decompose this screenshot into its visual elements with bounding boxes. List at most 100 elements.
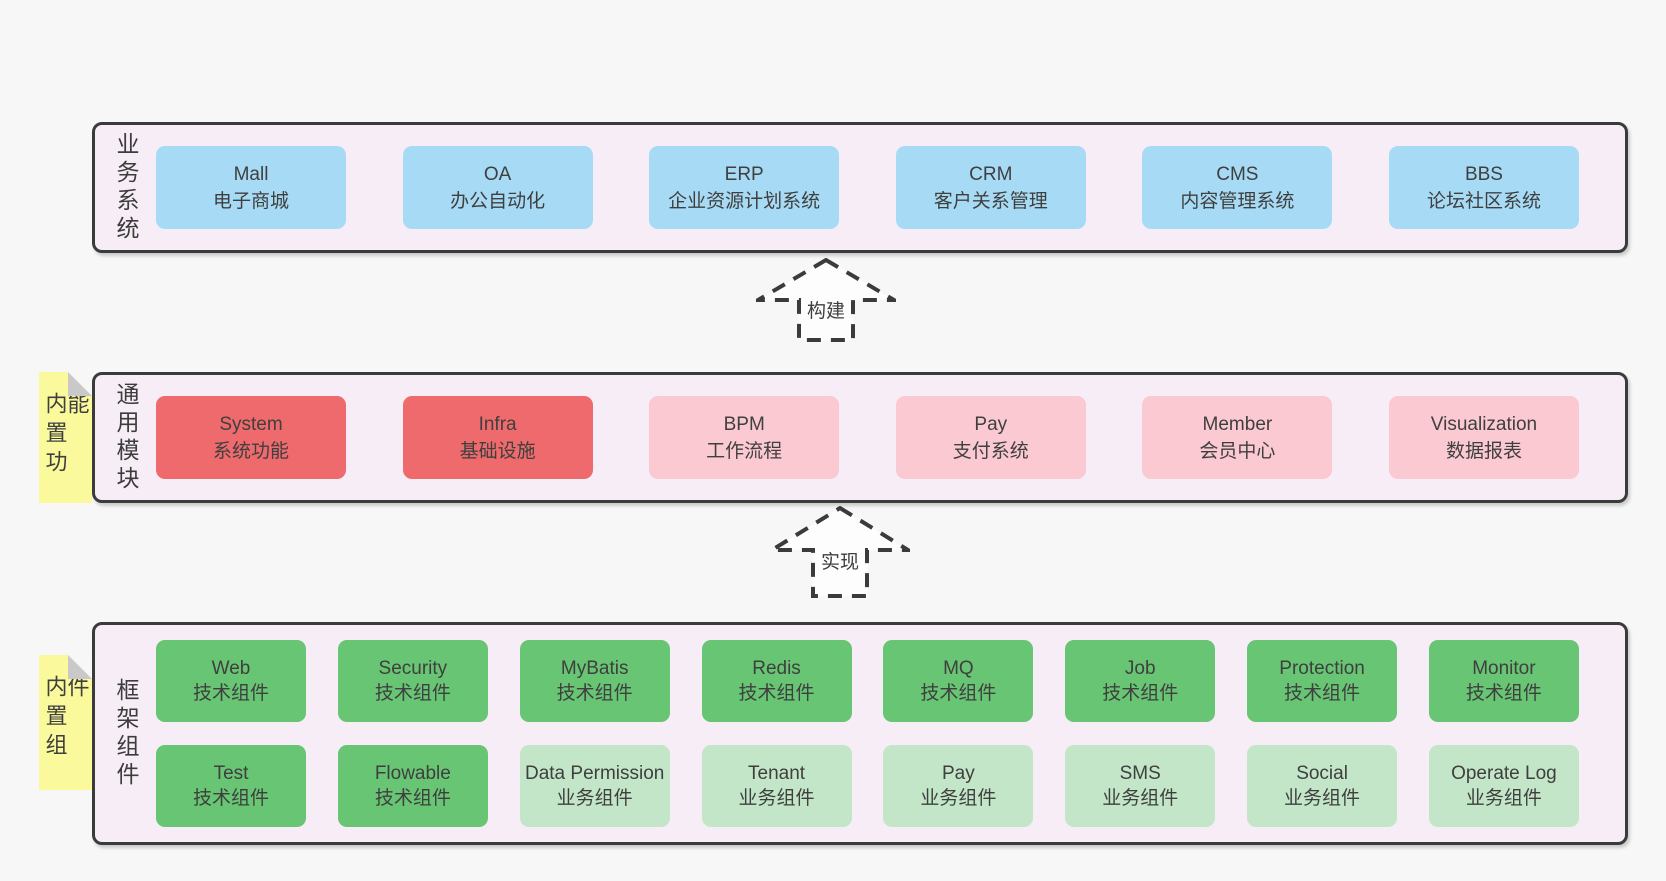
sticky-components-label: 内置组件 bbox=[42, 675, 90, 762]
folded-corner-icon bbox=[68, 372, 92, 396]
box-subtitle: 技术组件 bbox=[374, 683, 451, 704]
box-title: System bbox=[219, 413, 283, 435]
layer-label-column: 框架组件 bbox=[95, 625, 156, 842]
sticky-note-builtin-features: 内置功能 bbox=[39, 372, 92, 503]
box-redis: Redis 技术组件 bbox=[701, 640, 852, 722]
box-subtitle: 数据报表 bbox=[1445, 440, 1522, 462]
box-title: Operate Log bbox=[1451, 763, 1557, 784]
box-member: Member 会员中心 bbox=[1142, 396, 1333, 479]
box-title: MQ bbox=[943, 658, 974, 679]
box-subtitle: 技术组件 bbox=[556, 683, 633, 704]
box-infra: Infra 基础设施 bbox=[402, 396, 593, 479]
box-title: MyBatis bbox=[560, 658, 629, 679]
box-title: Job bbox=[1124, 658, 1156, 679]
box-data-permission: Data Permission 业务组件 bbox=[519, 745, 670, 827]
up-arrow-icon bbox=[770, 506, 910, 598]
box-mq: MQ 技术组件 bbox=[883, 640, 1034, 722]
box-title: Monitor bbox=[1472, 658, 1536, 679]
arrow-implement-label: 实现 bbox=[821, 551, 859, 573]
box-mybatis: MyBatis 技术组件 bbox=[519, 640, 670, 722]
dashed-up-arrow-build: 构建 bbox=[756, 258, 896, 342]
box-subtitle: 内容管理系统 bbox=[1180, 190, 1295, 212]
components-box-row-2: Test 技术组件 Flowable 技术组件 Data Permission … bbox=[156, 745, 1579, 827]
box-subtitle: 系统功能 bbox=[212, 440, 289, 462]
box-subtitle: 技术组件 bbox=[192, 788, 269, 809]
dashed-up-arrow-implement: 实现 bbox=[770, 506, 910, 598]
folded-corner-icon bbox=[68, 655, 92, 679]
up-arrow-icon bbox=[756, 258, 896, 342]
box-title: Redis bbox=[752, 658, 801, 679]
box-pay-system: Pay 支付系统 bbox=[895, 396, 1086, 479]
box-title: Pay bbox=[974, 413, 1008, 435]
box-subtitle: 业务组件 bbox=[920, 788, 997, 809]
box-title: Infra bbox=[478, 413, 517, 435]
box-monitor: Monitor 技术组件 bbox=[1428, 640, 1579, 722]
box-title: Data Permission bbox=[524, 763, 665, 784]
box-protection: Protection 技术组件 bbox=[1247, 640, 1398, 722]
box-title: Protection bbox=[1279, 658, 1365, 679]
box-subtitle: 业务组件 bbox=[556, 788, 633, 809]
box-subtitle: 客户关系管理 bbox=[933, 190, 1048, 212]
box-crm: CRM 客户关系管理 bbox=[895, 146, 1086, 229]
box-title: Social bbox=[1296, 763, 1348, 784]
layer-business-systems: 业务系统 Mall 电子商城 OA 办公自动化 ERP 企业资源计划系统 CRM… bbox=[92, 122, 1628, 253]
box-test: Test 技术组件 bbox=[156, 745, 306, 827]
box-job: Job 技术组件 bbox=[1065, 640, 1216, 722]
box-subtitle: 会员中心 bbox=[1199, 440, 1276, 462]
box-subtitle: 技术组件 bbox=[1284, 683, 1361, 704]
box-cms: CMS 内容管理系统 bbox=[1142, 146, 1333, 229]
box-subtitle: 技术组件 bbox=[738, 683, 815, 704]
box-system: System 系统功能 bbox=[156, 396, 346, 479]
box-title: Test bbox=[213, 763, 249, 784]
layer-label-column: 通用模块 bbox=[95, 375, 156, 500]
sticky-note-builtin-components: 内置组件 bbox=[39, 655, 92, 790]
box-subtitle: 业务组件 bbox=[1102, 788, 1179, 809]
box-visualization: Visualization 数据报表 bbox=[1388, 396, 1579, 479]
layer-components-label: 框架组件 bbox=[113, 677, 139, 790]
box-bbs: BBS 论坛社区系统 bbox=[1388, 146, 1579, 229]
box-flowable: Flowable 技术组件 bbox=[337, 745, 488, 827]
box-title: OA bbox=[483, 163, 512, 185]
box-title: Mall bbox=[233, 163, 269, 185]
layer-business-label: 业务系统 bbox=[113, 131, 139, 244]
box-title: Flowable bbox=[374, 763, 451, 784]
layer-common-modules: 通用模块 System 系统功能 Infra 基础设施 BPM 工作流程 Pay… bbox=[92, 372, 1628, 503]
box-subtitle: 业务组件 bbox=[738, 788, 815, 809]
business-box-row: Mall 电子商城 OA 办公自动化 ERP 企业资源计划系统 CRM 客户关系… bbox=[156, 146, 1579, 229]
box-title: Tenant bbox=[748, 763, 806, 784]
box-subtitle: 支付系统 bbox=[952, 440, 1029, 462]
sticky-features-label: 内置功能 bbox=[42, 392, 90, 479]
arrow-build-label: 构建 bbox=[807, 300, 845, 322]
box-subtitle: 论坛社区系统 bbox=[1426, 190, 1541, 212]
box-mall: Mall 电子商城 bbox=[156, 146, 346, 229]
box-subtitle: 电子商城 bbox=[212, 190, 289, 212]
box-sms: SMS 业务组件 bbox=[1065, 745, 1216, 827]
layer-label-column: 业务系统 bbox=[95, 125, 156, 250]
box-title: Pay bbox=[942, 763, 975, 784]
box-title: BPM bbox=[723, 413, 765, 435]
box-title: Member bbox=[1202, 413, 1273, 435]
box-title: CMS bbox=[1216, 163, 1259, 185]
box-subtitle: 技术组件 bbox=[192, 683, 269, 704]
box-bpm: BPM 工作流程 bbox=[649, 396, 840, 479]
modules-box-row: System 系统功能 Infra 基础设施 BPM 工作流程 Pay 支付系统… bbox=[156, 396, 1579, 479]
box-erp: ERP 企业资源计划系统 bbox=[649, 146, 840, 229]
box-operate-log: Operate Log 业务组件 bbox=[1428, 745, 1579, 827]
box-subtitle: 技术组件 bbox=[374, 788, 451, 809]
box-title: Security bbox=[378, 658, 448, 679]
box-security: Security 技术组件 bbox=[337, 640, 488, 722]
box-pay-component: Pay 业务组件 bbox=[883, 745, 1034, 827]
box-subtitle: 技术组件 bbox=[1465, 683, 1542, 704]
box-title: ERP bbox=[724, 163, 764, 185]
box-subtitle: 技术组件 bbox=[920, 683, 997, 704]
box-subtitle: 企业资源计划系统 bbox=[668, 190, 821, 212]
box-social: Social 业务组件 bbox=[1247, 745, 1398, 827]
components-box-row-1: Web 技术组件 Security 技术组件 MyBatis 技术组件 Redi… bbox=[156, 640, 1579, 722]
box-title: Visualization bbox=[1430, 413, 1538, 435]
box-title: CRM bbox=[969, 163, 1013, 185]
box-subtitle: 工作流程 bbox=[706, 440, 783, 462]
box-web: Web 技术组件 bbox=[156, 640, 306, 722]
box-subtitle: 办公自动化 bbox=[450, 190, 546, 212]
box-subtitle: 业务组件 bbox=[1465, 788, 1542, 809]
